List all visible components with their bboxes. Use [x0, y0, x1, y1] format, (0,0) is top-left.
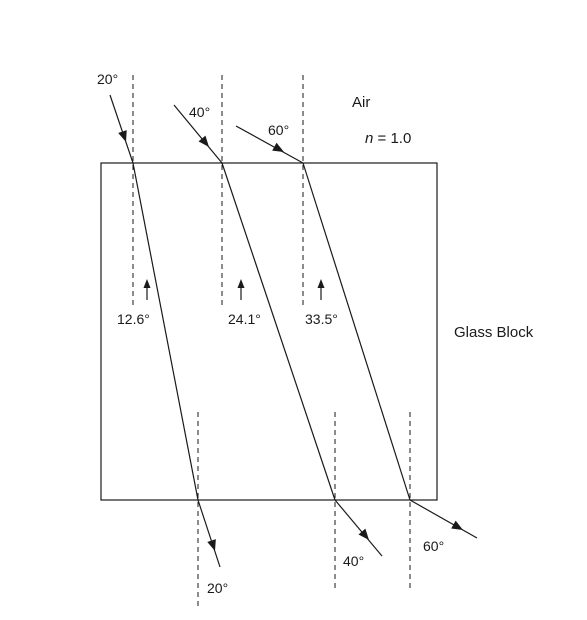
- incident-ray-3: [235, 125, 304, 164]
- refracted-ray-1: [132, 162, 199, 501]
- arrow-incident-3: [272, 142, 284, 152]
- arrow-exit-2: [358, 528, 369, 540]
- arrow-exit-1: [207, 539, 216, 551]
- refracted-angle-label-2: 24.1°: [228, 311, 261, 327]
- emergent-ray-3: [409, 499, 478, 539]
- exit-angle-label-3: 60°: [423, 538, 444, 554]
- glass-block: [100, 162, 438, 501]
- exit-angle-label-1: 20°: [207, 580, 228, 596]
- incident-ray-1: [109, 94, 134, 164]
- arrow-incident-1: [118, 130, 127, 142]
- incident-angle-label-1: 20°: [97, 71, 118, 87]
- angle-pointer-head-3: [317, 279, 325, 288]
- arrow-incident-2: [198, 135, 209, 147]
- angle-pointer-head-1: [143, 279, 151, 288]
- refracted-angle-label-3: 33.5°: [305, 311, 338, 327]
- refracted-angle-label-1: 12.6°: [117, 311, 150, 327]
- arrow-exit-3: [451, 520, 463, 530]
- incident-ray-2: [173, 104, 223, 164]
- refractive-index-symbol: n: [365, 130, 373, 147]
- air-label: Air: [352, 94, 370, 111]
- emergent-ray-1: [197, 499, 221, 568]
- angle-pointer-head-2: [237, 279, 245, 288]
- incident-angle-label-3: 60°: [268, 122, 289, 138]
- refractive-index-label: n = 1.0: [365, 130, 411, 147]
- refracted-ray-3: [302, 162, 411, 501]
- refractive-index-value: = 1.0: [373, 130, 411, 147]
- incident-angle-label-2: 40°: [189, 104, 210, 120]
- emergent-ray-2: [334, 499, 383, 557]
- glass-block-label: Glass Block: [454, 324, 534, 341]
- refracted-ray-2: [221, 162, 336, 501]
- exit-angle-label-2: 40°: [343, 553, 364, 569]
